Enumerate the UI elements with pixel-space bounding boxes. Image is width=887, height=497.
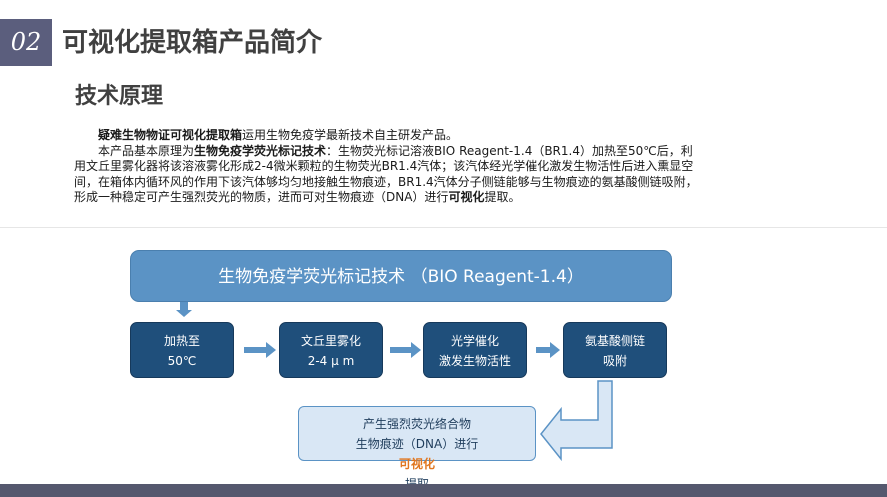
result-box: 产生强烈荧光络合物 生物痕迹（DNA）进行可视化提取 bbox=[298, 406, 536, 491]
step-venturi-detail: 2-4 μ m bbox=[307, 354, 355, 368]
step-amino-detail: 吸附 bbox=[602, 354, 627, 368]
step-amino-adsorption: 氨基酸侧链 吸附 bbox=[563, 322, 667, 378]
step-optical-catalysis: 光学催化 激发生物活性 bbox=[423, 322, 527, 378]
arrow-heating-to-venturi bbox=[244, 342, 276, 358]
step-optical-title: 光学催化 bbox=[450, 334, 499, 348]
footer-bar bbox=[0, 484, 887, 497]
step-venturi-atomization: 文丘里雾化 2-4 μ m bbox=[279, 322, 383, 378]
section-divider bbox=[0, 227, 887, 228]
result-line-1: 产生强烈荧光络合物 bbox=[362, 417, 471, 431]
visualization-term: 可视化 bbox=[448, 190, 485, 204]
step-heating: 加热至 50℃ bbox=[130, 322, 234, 378]
arrow-optical-to-amino bbox=[536, 342, 560, 358]
slide-number-badge: 02 bbox=[0, 19, 52, 66]
product-name: 疑难生物物证可视化提取箱 bbox=[98, 128, 243, 142]
step-amino-title: 氨基酸侧链 bbox=[584, 334, 645, 348]
technology-name: 生物免疫学荧光标记技术 bbox=[194, 143, 327, 158]
description-paragraph: 疑难生物物证可视化提取箱运用生物免疫学最新技术自主研发产品。 本产品基本原理为生… bbox=[74, 128, 699, 206]
slide-title: 可视化提取箱产品简介 bbox=[62, 28, 323, 58]
section-subtitle: 技术原理 bbox=[75, 84, 164, 109]
step-heating-detail: 50℃ bbox=[167, 354, 197, 368]
arrow-amino-to-result bbox=[540, 380, 613, 462]
arrow-venturi-to-optical bbox=[390, 342, 421, 358]
result-highlight: 可视化 bbox=[398, 457, 435, 471]
paragraph-line-2: 本产品基本原理为生物免疫学荧光标记技术：生物荧光标记溶液BIO Reagent-… bbox=[74, 143, 698, 205]
step-heating-title: 加热至 bbox=[163, 334, 200, 348]
diagram-header-box: 生物免疫学荧光标记技术 （BIO Reagent-1.4） bbox=[130, 250, 672, 302]
step-optical-detail: 激发生物活性 bbox=[438, 354, 511, 368]
step-venturi-title: 文丘里雾化 bbox=[300, 334, 361, 348]
arrow-down-to-heating bbox=[176, 302, 192, 317]
paragraph-line-1: 疑难生物物证可视化提取箱运用生物免疫学最新技术自主研发产品。 bbox=[98, 128, 459, 142]
